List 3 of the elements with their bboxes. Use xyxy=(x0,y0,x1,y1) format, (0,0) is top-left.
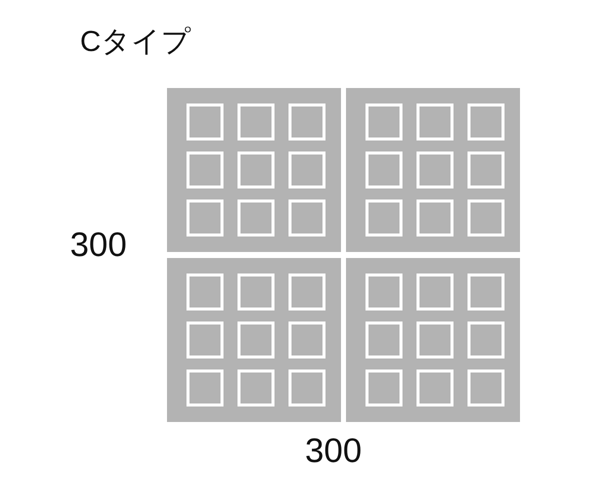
dimension-label: 300 xyxy=(305,432,362,471)
dimension-label: 300 xyxy=(70,226,127,265)
title: Cタイプ xyxy=(80,25,191,60)
